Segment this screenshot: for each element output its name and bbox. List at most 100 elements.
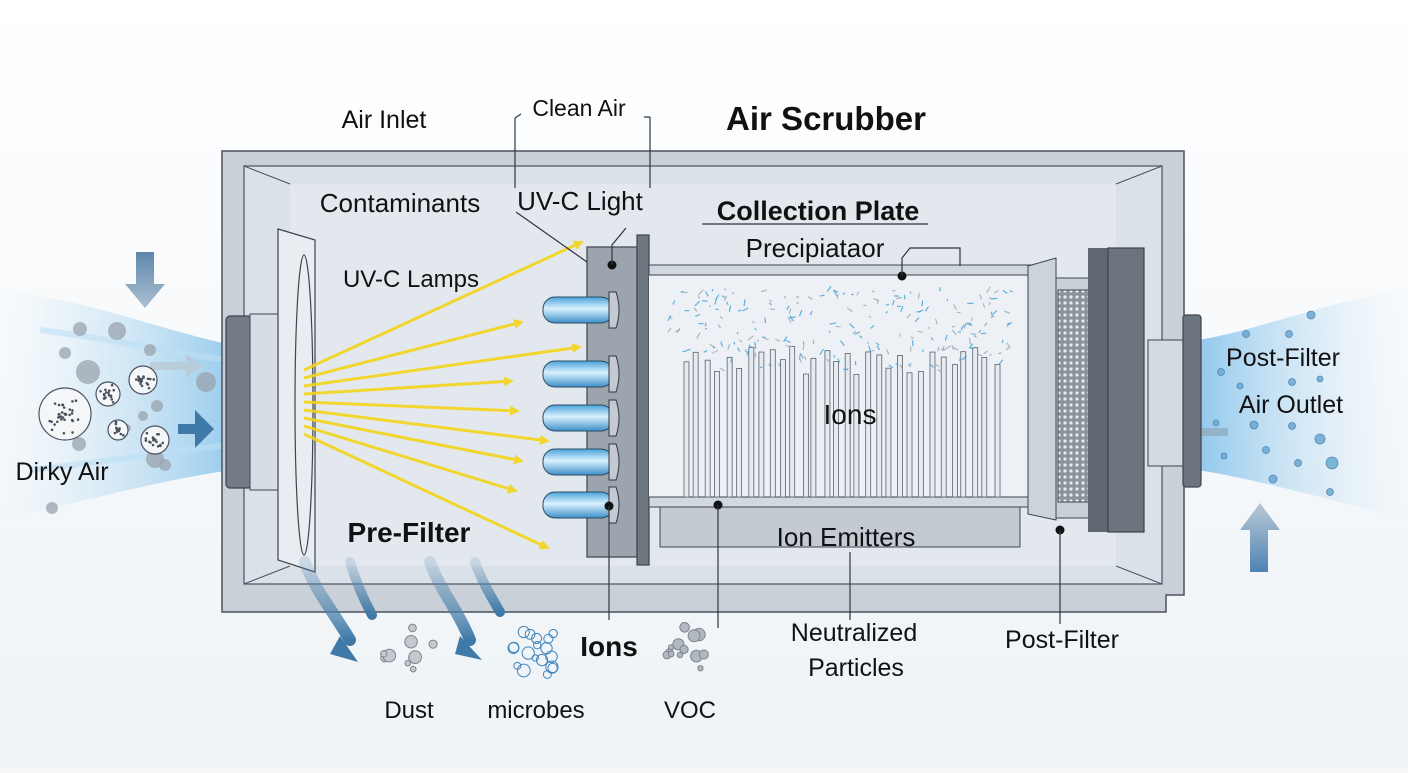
clean-air-particle: [1243, 331, 1250, 338]
label-contaminants: Contaminants: [320, 188, 480, 218]
clean-air-particle: [1269, 475, 1277, 483]
label-clean-air: Clean Air: [532, 95, 626, 121]
ion-rod: [693, 352, 698, 497]
ion-rod: [781, 360, 786, 497]
ion-rod: [770, 350, 775, 497]
clean-air-particle: [1315, 434, 1325, 444]
ion-rod: [759, 352, 764, 497]
dust-particle: [196, 372, 216, 392]
dust-particle: [72, 437, 86, 451]
ion-spark: [709, 305, 710, 307]
dust-particle: [144, 344, 156, 356]
microbe-particle: [108, 420, 128, 440]
ion-spark: [989, 302, 990, 305]
ion-spark: [940, 287, 941, 291]
ion-rod: [897, 356, 902, 497]
ion-spark: [712, 289, 713, 291]
label-uvc-lamps: UV-C Lamps: [343, 266, 479, 293]
diagram-title: Air Scrubber: [726, 100, 926, 137]
microbe-particle: [39, 388, 91, 440]
uv-lamp-cap: [609, 356, 619, 392]
outlet-duct: [1148, 315, 1201, 487]
ion-spark: [770, 309, 775, 310]
ion-rod: [684, 362, 689, 497]
ion-rod: [961, 352, 966, 497]
label-air-inlet: Air Inlet: [342, 106, 427, 134]
microbe-particle: [141, 426, 169, 454]
ion-rod: [982, 357, 987, 497]
clean-air-particle: [1237, 383, 1243, 389]
uv-lamp-tube: [543, 449, 613, 475]
dust-particle: [138, 411, 148, 421]
ion-rod: [727, 357, 732, 497]
contaminant-label-ions: Ions: [580, 631, 638, 662]
clean-air-particle: [1317, 376, 1323, 382]
contaminant-label-microbes: microbes: [487, 697, 584, 724]
dust-particle: [73, 322, 87, 336]
ion-spark: [737, 332, 738, 334]
clean-air-particle: [1213, 420, 1219, 426]
label-ions-center: Ions: [824, 399, 877, 430]
clean-air-particle: [1327, 489, 1334, 496]
ion-rod: [811, 358, 816, 497]
dust-particle: [108, 322, 126, 340]
label-dirty-air: Dirky Air: [15, 458, 108, 486]
ion-spark: [786, 346, 792, 347]
dust-particle: [151, 400, 163, 412]
microbe-particle: [129, 366, 157, 394]
clean-air-particle: [1250, 421, 1258, 429]
ion-rod: [930, 352, 935, 497]
ion-rod: [803, 374, 808, 497]
microbe-particle: [96, 382, 120, 406]
label-neutralized-line2: Particles: [808, 654, 904, 682]
clean-air-particle: [1221, 453, 1227, 459]
label-precipitator: Precipiataor: [746, 233, 885, 263]
uv-lamp-cap: [609, 400, 619, 436]
ion-spark: [683, 292, 688, 293]
ion-spark: [923, 349, 924, 352]
uv-lamp-tube: [543, 405, 613, 431]
uv-lamp-tube: [543, 492, 613, 518]
label-neutralized-line1: Neutralized: [791, 619, 917, 647]
dust-particle: [76, 360, 100, 384]
ion-spark: [947, 299, 948, 301]
ion-rod: [877, 355, 882, 497]
ion-spark: [820, 295, 825, 296]
pre-filter-panel[interactable]: [278, 229, 315, 572]
uv-lamp-tube: [543, 361, 613, 387]
label-post-filter-bottom: Post-Filter: [1005, 626, 1119, 654]
label-uvc-light: UV-C Light: [517, 186, 643, 216]
ion-spark: [918, 331, 923, 332]
ion-spark: [834, 355, 835, 357]
post-filter-assembly[interactable]: [1028, 248, 1144, 535]
clean-air-particle: [1289, 423, 1296, 430]
ion-rod: [953, 365, 958, 497]
clean-air-particle: [1286, 331, 1293, 338]
clean-air-particle: [1289, 379, 1296, 386]
label-ion-emitters: Ion Emitters: [777, 522, 916, 552]
clean-air-particle: [1326, 457, 1338, 469]
clean-air-particle: [1263, 447, 1270, 454]
uv-lamp-tube: [543, 297, 613, 323]
ion-spark: [847, 368, 848, 370]
ion-spark: [897, 306, 901, 307]
contaminant-label-voc: VOC: [664, 697, 716, 724]
ion-rod: [714, 371, 719, 497]
ion-rod: [907, 373, 912, 497]
clean-air-particle: [1218, 369, 1225, 376]
ion-rod: [995, 364, 1000, 497]
ion-rod: [886, 368, 891, 497]
ion-spark: [991, 298, 997, 299]
dust-particle: [59, 347, 71, 359]
ion-spark: [837, 294, 838, 298]
ion-spark: [790, 317, 796, 318]
ion-rod: [941, 357, 946, 497]
ion-rod: [705, 360, 710, 497]
ion-rod: [854, 375, 859, 497]
ion-rod: [790, 347, 795, 497]
label-air-outlet: Air Outlet: [1239, 391, 1343, 419]
inlet-flange: [226, 314, 278, 490]
ion-rod: [973, 348, 978, 497]
